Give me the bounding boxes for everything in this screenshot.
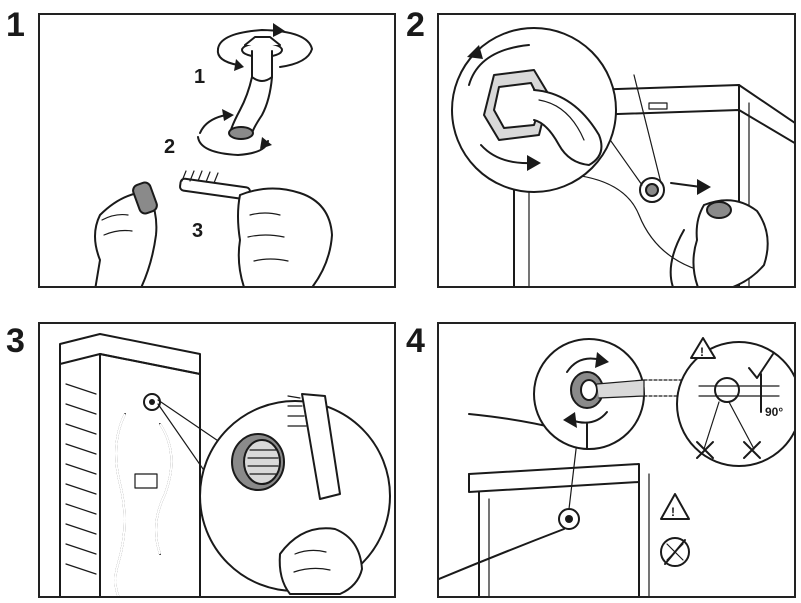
cross-icon <box>743 441 761 459</box>
cross-icon <box>696 441 714 459</box>
callout-1: 1 <box>194 66 205 88</box>
warning-triangle-icon: ! <box>660 493 690 520</box>
right-hand <box>237 187 333 286</box>
washing-machine-back <box>59 333 201 596</box>
step-4-panel: ! 90° ! <box>437 322 796 598</box>
zoom-circle-angle <box>676 341 794 467</box>
brush-detail <box>287 393 341 500</box>
step-number-1: 1 <box>6 6 25 44</box>
left-hand <box>94 181 158 286</box>
step-4-illustration: ! 90° ! <box>439 337 794 596</box>
hand-with-hose <box>669 199 769 286</box>
angle-label: 90° <box>765 405 783 419</box>
step-1-panel: 1 2 3 <box>38 13 396 288</box>
rotate-arrow-icon <box>197 109 272 156</box>
no-tools-icon <box>660 537 690 567</box>
step-number-2: 2 <box>406 6 425 44</box>
rotate-arrow-icon <box>467 44 541 171</box>
correct-angle-detail <box>698 373 780 450</box>
side-vents <box>65 383 97 575</box>
coupling-detail <box>570 371 645 450</box>
step-3-illustration <box>59 333 391 596</box>
warning-triangle-icon: ! <box>690 337 716 359</box>
svg-text:!: ! <box>671 505 675 519</box>
filter-detail <box>231 433 285 491</box>
filter-cap <box>228 36 283 140</box>
washing-machine <box>439 413 650 596</box>
step-number-4: 4 <box>406 322 425 360</box>
hose-coupling-detail <box>483 69 603 166</box>
step-1-illustration: 1 2 3 <box>94 23 333 286</box>
checkmark-icon <box>748 353 774 379</box>
step-number-3: 3 <box>6 322 25 360</box>
step-2-illustration <box>451 27 794 286</box>
step-2-panel <box>437 13 796 288</box>
rotate-arrow-icon <box>216 23 313 71</box>
callout-3: 3 <box>192 220 203 242</box>
step-3-panel <box>38 322 396 598</box>
pull-arrow-icon <box>670 182 702 188</box>
callout-2: 2 <box>164 136 175 158</box>
rotate-arrow-icon <box>563 352 609 428</box>
hand-detail <box>278 527 363 595</box>
svg-text:!: ! <box>700 345 704 359</box>
